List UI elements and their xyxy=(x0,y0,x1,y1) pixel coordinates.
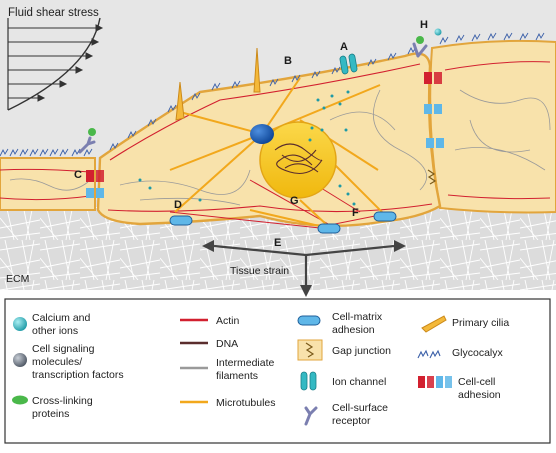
legend-cell-matrix-1: Cell-matrix xyxy=(332,311,383,323)
left-cell xyxy=(0,158,95,210)
label-h: H xyxy=(420,19,428,31)
legend-intermediate-2: filaments xyxy=(216,370,258,382)
legend: Calcium and other ions Cell signaling mo… xyxy=(5,299,550,443)
legend-primary-cilia: Primary cilia xyxy=(452,317,509,329)
legend-intermediate-1: Intermediate xyxy=(216,357,275,369)
legend-signaling-1: Cell signaling xyxy=(32,343,95,355)
legend-crosslink-1: Cross-linking xyxy=(32,395,93,407)
legend-ions-line2: other ions xyxy=(32,325,78,337)
label-e: E xyxy=(274,237,281,249)
signaling-legend-icon xyxy=(13,353,27,367)
legend-cell-matrix-2: adhesion xyxy=(332,324,375,336)
label-d: D xyxy=(174,199,182,211)
legend-cell-surface-1: Cell-surface xyxy=(332,402,388,414)
legend-glycocalyx: Glycocalyx xyxy=(452,347,504,359)
legend-ion-channel: Ion channel xyxy=(332,376,386,388)
centrosome xyxy=(250,124,274,144)
legend-dna: DNA xyxy=(216,338,238,350)
tissue-strain-label: Tissue strain xyxy=(230,265,289,277)
right-cell xyxy=(430,41,556,213)
label-b: B xyxy=(284,55,292,67)
legend-cell-cell-2: adhesion xyxy=(458,389,501,401)
label-g: G xyxy=(290,195,299,207)
legend-microtubules: Microtubules xyxy=(216,397,276,409)
legend-signaling-3: transcription factors xyxy=(32,369,124,381)
legend-actin: Actin xyxy=(216,315,240,327)
ecm-label: ECM xyxy=(6,273,29,285)
shear-stress-label: Fluid shear stress xyxy=(8,7,99,19)
label-c: C xyxy=(74,169,82,181)
legend-ions-line1: Calcium and xyxy=(32,312,91,324)
legend-crosslink-2: proteins xyxy=(32,408,69,420)
legend-signaling-2: molecules/ xyxy=(32,356,82,368)
label-a: A xyxy=(340,41,348,53)
gap-junction-legend-icon xyxy=(298,340,322,360)
legend-gap-junction: Gap junction xyxy=(332,345,391,357)
ion-legend-icon xyxy=(13,317,27,331)
legend-cell-surface-2: receptor xyxy=(332,415,371,427)
cell-matrix-legend-icon xyxy=(298,316,320,325)
legend-cell-cell-1: Cell-cell xyxy=(458,376,495,388)
crosslink-legend-icon xyxy=(12,396,28,405)
label-f: F xyxy=(352,207,359,219)
